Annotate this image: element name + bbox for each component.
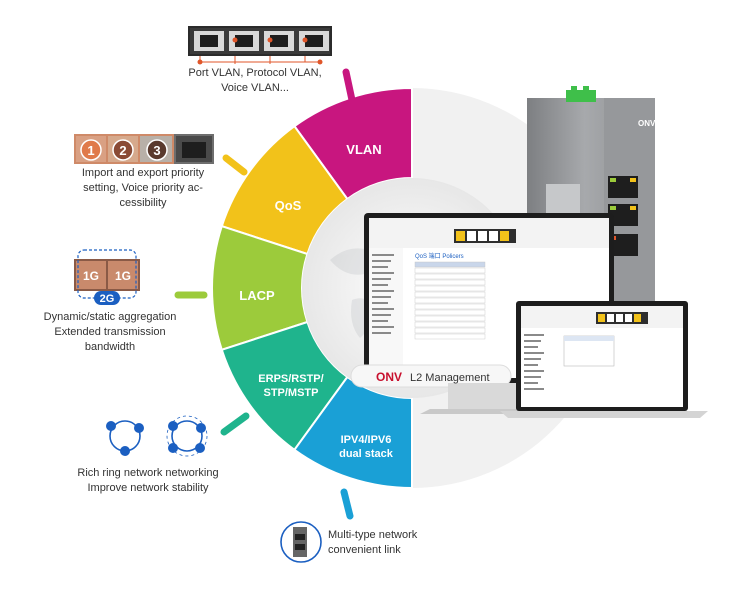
qos-description-line-3: cessibility (119, 197, 167, 209)
qos-description-line-1: Import and export priority (81, 167, 205, 179)
menu-line (524, 346, 538, 348)
segment-label-4: IPV4/IPV6 (341, 434, 392, 446)
menu-line (372, 332, 391, 334)
priority-badge-1: 1 (87, 143, 94, 158)
vlan-description: Port VLAN, Protocol VLAN, Voice VLAN... (170, 66, 340, 96)
erps-dash (220, 412, 250, 436)
ipv-dash (340, 488, 354, 520)
segment-label-0: VLAN (346, 142, 381, 157)
menu-line (372, 302, 388, 304)
table-row (414, 303, 486, 310)
erps-description: Rich ring network networking Improve net… (58, 466, 238, 496)
ipv-description-line-2: convenient link (328, 544, 401, 556)
table-row (414, 315, 486, 322)
qos-description: Import and export priority setting, Voic… (58, 166, 228, 211)
monitor-brand: ONV (376, 370, 402, 384)
monitor-product: L2 Management (410, 372, 490, 384)
monitor-table-title: QoS 端口 Policers (415, 252, 464, 260)
qos-priority-strip: 1 2 3 (74, 134, 214, 164)
lacp-description-line-3: bandwidth (84, 341, 136, 353)
menu-line (372, 266, 388, 268)
table-row (414, 321, 486, 328)
vlan-description-line-1: Port VLAN, Protocol VLAN, (188, 67, 322, 79)
rj45-socket (235, 35, 253, 47)
table-row (414, 261, 486, 268)
menu-line (372, 278, 391, 280)
table-row (414, 327, 486, 334)
segment-label-3-line-2: STP/MSTP (263, 387, 318, 399)
rj45-socket (305, 35, 323, 47)
lacp-aggregation-graphic: 1G 1G 2G (74, 249, 140, 305)
segment-labels: VLAN QoS LACP ERPS/RSTP/STP/MSTP IPV4/IPV6 du… (239, 142, 393, 460)
vlan-dash (342, 68, 356, 104)
erps-description-line-1: Rich ring network networking (77, 467, 219, 479)
segment-label-3: ERPS/RSTP/ (258, 373, 323, 385)
menu-line (524, 370, 544, 372)
menu-line (372, 254, 394, 256)
table-row (414, 333, 486, 340)
ipv-description: Multi-type network convenient link (328, 528, 448, 558)
menu-line (372, 284, 388, 286)
lacp-port-1: 1G (83, 269, 99, 283)
erps-description-line-2: Improve network stability (87, 482, 209, 494)
menu-line (524, 358, 541, 360)
menu-line (524, 334, 544, 336)
laptop (500, 301, 708, 418)
table-row (414, 309, 486, 316)
segment-label-2: LACP (239, 288, 275, 303)
menu-line (524, 364, 538, 366)
ring-network-icons (106, 415, 208, 457)
table-row (414, 291, 486, 298)
table-row (414, 285, 486, 292)
table-row (414, 279, 486, 286)
menu-line (372, 308, 394, 310)
segment-label-4-line-2: dual stack (339, 448, 394, 460)
menu-line (372, 260, 391, 262)
device-brand: ONV (638, 119, 656, 128)
network-device-icon (280, 521, 322, 563)
lacp-port-2: 1G (115, 269, 131, 283)
rj45-ports (194, 31, 329, 51)
qos-description-line-2: setting, Voice priority ac- (83, 182, 203, 194)
menu-line (524, 376, 541, 378)
menu-line (372, 320, 388, 322)
monitor-table (414, 261, 486, 340)
laptop-side-menu (524, 334, 544, 390)
segment-label-1: QoS (275, 198, 302, 213)
menu-line (372, 290, 394, 292)
menu-line (524, 352, 544, 354)
lacp-description-line-1: Dynamic/static aggregation (43, 311, 177, 323)
menu-line (524, 382, 538, 384)
rj45-socket (270, 35, 288, 47)
vlan-description-line-2: Voice VLAN... (221, 82, 289, 94)
ipv-description-line-1: Multi-type network (328, 529, 418, 541)
priority-badge-3: 3 (153, 143, 160, 158)
vlan-port-strip (188, 26, 332, 65)
lacp-aggregate-badge: 2G (100, 293, 115, 305)
menu-line (372, 272, 394, 274)
menu-line (372, 314, 391, 316)
lacp-description-line-2: Extended transmission (54, 326, 166, 338)
monitor-side-menu (372, 254, 394, 334)
rj45-socket (200, 35, 218, 47)
table-row (414, 297, 486, 304)
menu-line (524, 340, 541, 342)
connector-dashes (174, 68, 356, 520)
table-row (414, 273, 486, 280)
menu-line (372, 296, 391, 298)
menu-line (372, 326, 394, 328)
lacp-description: Dynamic/static aggregation Extended tran… (20, 310, 200, 355)
priority-badge-2: 2 (119, 143, 126, 158)
table-row (414, 267, 486, 274)
menu-line (524, 388, 544, 390)
qos-dash (222, 154, 248, 176)
